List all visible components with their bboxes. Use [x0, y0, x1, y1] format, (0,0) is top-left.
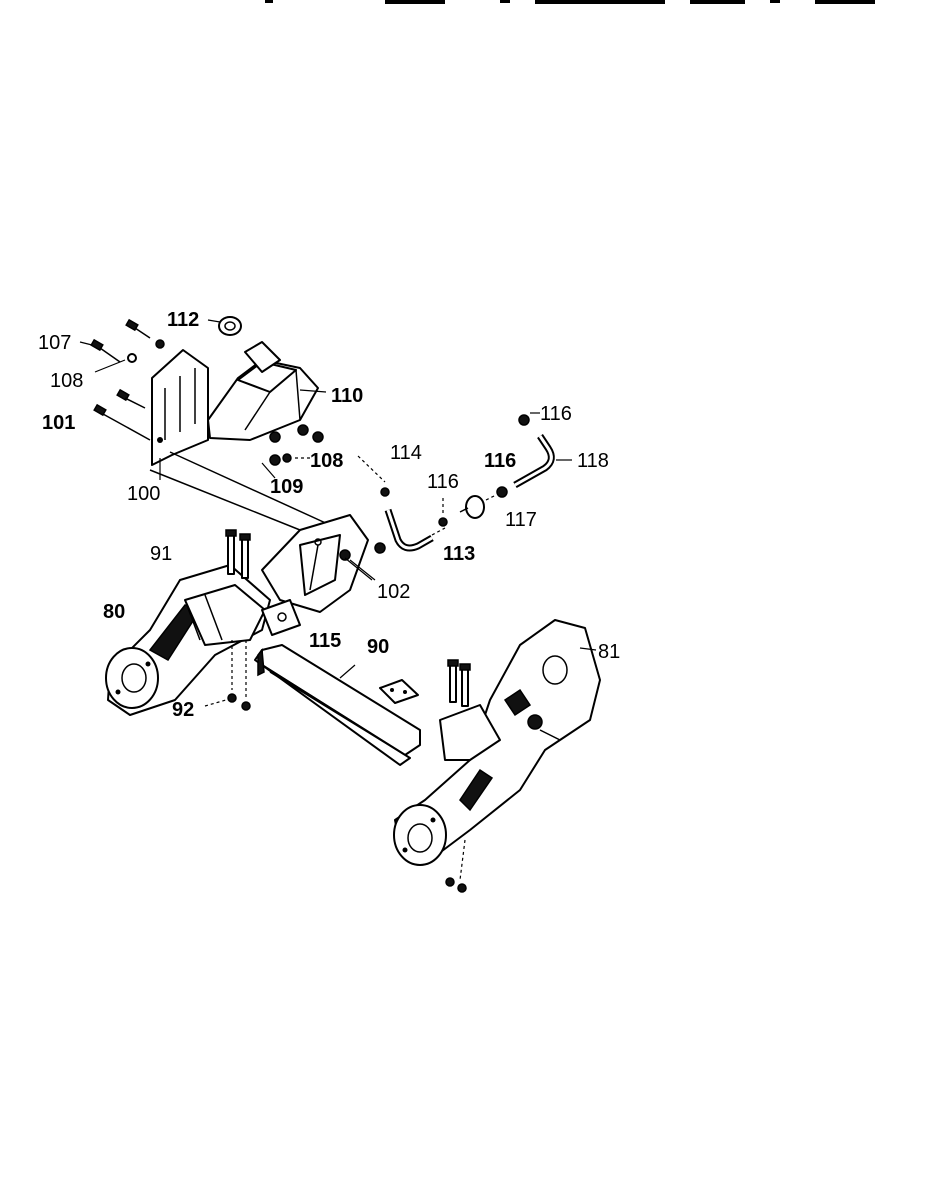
callout-109: 109	[270, 476, 303, 498]
housing-part-110	[207, 341, 327, 441]
callout-101: 101	[42, 412, 75, 434]
side-frame-part-80	[105, 564, 271, 716]
callout-91: 91	[150, 543, 172, 565]
callout-107: 107	[38, 332, 71, 354]
cropped-top-edge-marks	[265, 0, 875, 4]
linkage-parts-116-117-118	[438, 412, 572, 527]
plate-part-115	[261, 599, 301, 636]
callout-116-top: 116	[540, 403, 572, 425]
bracket-part-100	[151, 349, 209, 480]
rod-part-113-114	[357, 455, 446, 554]
cap-part-112	[207, 316, 242, 336]
callout-100: 100	[127, 483, 160, 505]
callout-112: 112	[167, 309, 199, 331]
leader-102	[349, 559, 376, 581]
callout-115: 115	[309, 630, 341, 652]
fasteners-101-107-108	[79, 318, 165, 441]
callout-108-lower: 108	[310, 450, 343, 472]
leader-92	[204, 699, 227, 707]
callout-80: 80	[103, 601, 125, 623]
callout-118: 118	[577, 450, 609, 472]
callout-90: 90	[367, 636, 389, 658]
frame-bracket-part-91	[261, 514, 373, 613]
guide-line-2	[149, 469, 301, 531]
callout-92: 92	[172, 699, 194, 721]
bolts-part-80	[225, 529, 251, 711]
callout-116-bold: 116	[484, 450, 516, 472]
callout-116-middle: 116	[427, 471, 459, 493]
callout-117: 117	[505, 509, 537, 531]
bolts-part-81	[445, 659, 471, 893]
callout-114: 114	[390, 442, 422, 464]
callout-113: 113	[443, 543, 475, 565]
callout-108: 108	[50, 370, 83, 392]
callout-110: 110	[331, 385, 363, 407]
callout-81: 81	[598, 641, 620, 663]
callout-labels: 112 107 108 101 110 100 109 108 114 116 …	[38, 309, 620, 721]
fasteners-108-109	[261, 424, 324, 479]
side-frame-part-81	[393, 619, 601, 866]
guide-line	[169, 451, 331, 526]
callout-102: 102	[377, 581, 410, 603]
cross-bar-part-90	[254, 644, 421, 766]
small-plate	[379, 679, 419, 704]
